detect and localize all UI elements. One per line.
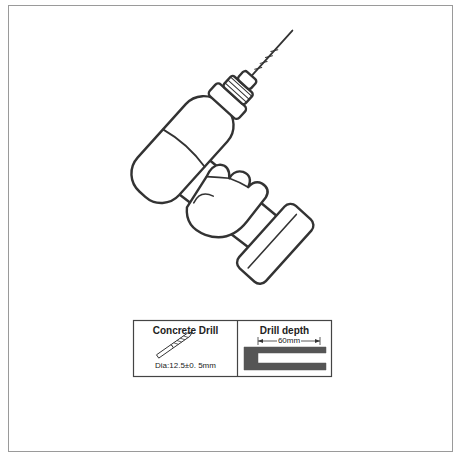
cell-heading: Drill depth: [260, 325, 309, 336]
spec-table: [134, 321, 332, 377]
cell-heading: Concrete Drill: [153, 325, 219, 336]
table-cell: Drill depth: [238, 321, 331, 376]
spec-text: Dia:12.5±0. 5mm: [155, 362, 216, 371]
hole-section: [244, 347, 326, 370]
table-cell: Concrete DrillDia:12.5±0. 5mm: [134, 321, 237, 376]
page-frame: [9, 6, 453, 452]
drill-illustration: [122, 10, 403, 294]
table-divider: [237, 321, 238, 377]
dimension-label: 60mm: [277, 337, 301, 346]
